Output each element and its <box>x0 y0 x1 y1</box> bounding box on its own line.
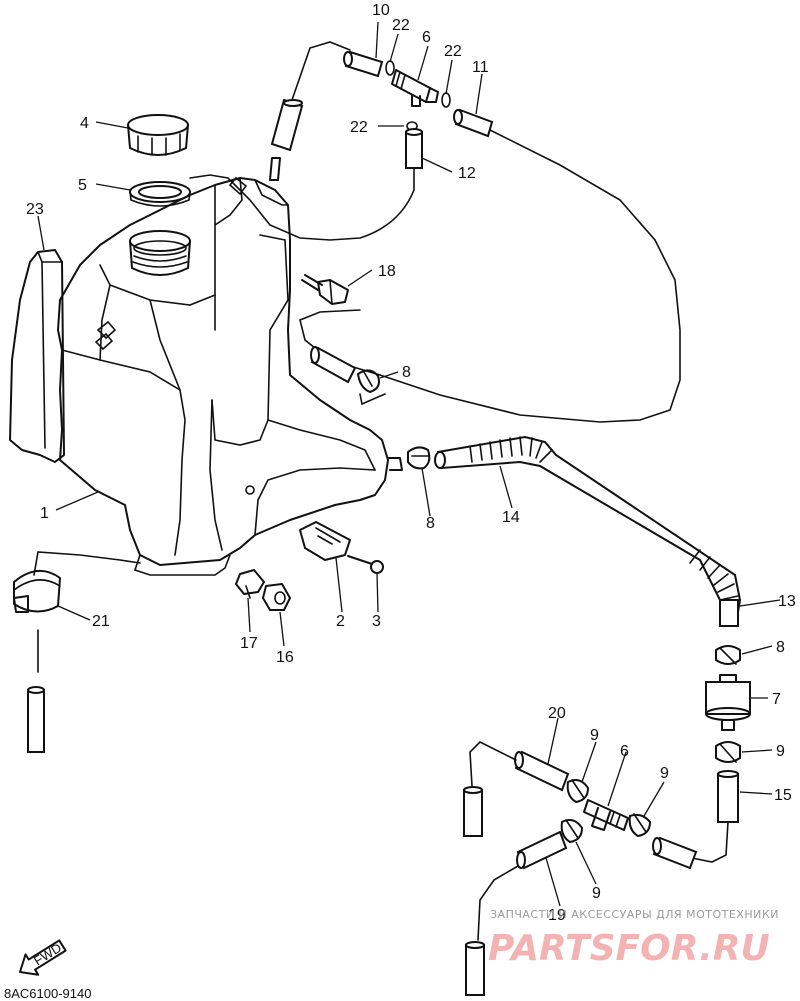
hose-clamp-8-tank <box>407 446 431 470</box>
fwd-arrow-icon: FWD <box>19 939 67 976</box>
band-routing-line <box>33 551 141 576</box>
hose-right-lower <box>652 836 698 870</box>
callout-20: 20 <box>548 705 566 722</box>
bolt-18 <box>301 274 349 305</box>
breather-joint-6-top <box>391 69 439 107</box>
callout-15: 15 <box>774 787 792 804</box>
filler-cap <box>127 114 189 156</box>
hose-19 <box>516 830 568 870</box>
screw-3 <box>347 555 384 574</box>
hose-bottom-vertical <box>465 941 485 996</box>
callout-10: 10 <box>372 2 390 19</box>
bracket-2 <box>299 521 351 561</box>
callout-22-top: 22 <box>392 17 410 34</box>
callout-4: 4 <box>80 115 89 132</box>
callout-9-left-lower: 9 <box>592 885 601 902</box>
breather-hose-10 <box>343 50 384 78</box>
fuel-hose-14 <box>434 435 742 613</box>
callout-12: 12 <box>458 165 476 182</box>
callout-13: 13 <box>778 593 796 610</box>
breather-hose-12 <box>405 128 423 169</box>
watermark-brand: PARTSFOR.RU <box>488 928 770 969</box>
callout-5: 5 <box>78 177 87 194</box>
callout-7: 7 <box>772 691 781 708</box>
hose-15 <box>717 770 739 823</box>
hose-13 <box>719 599 739 627</box>
callout-14: 14 <box>502 509 520 526</box>
callout-8-filter: 8 <box>776 639 785 656</box>
hose-20 <box>514 750 570 792</box>
hose-clamp-8-filter <box>715 645 741 665</box>
breather-clip-22-top <box>385 60 395 76</box>
callout-19: 19 <box>548 907 566 924</box>
breather-hose-lower-left <box>27 686 45 753</box>
callout-2: 2 <box>336 613 345 630</box>
hose-clamp-9-right <box>628 813 651 837</box>
lower-routing-line-a <box>469 741 517 787</box>
side-cover <box>9 249 65 463</box>
collar-16 <box>262 583 291 611</box>
callout-8-tank: 8 <box>426 515 435 532</box>
callout-labels: 10 22 6 22 11 22 12 4 5 23 18 8 1 8 14 2… <box>26 2 796 924</box>
hose-clamp-9-filter <box>715 741 741 763</box>
callout-22-lower: 22 <box>350 119 368 136</box>
callout-3: 3 <box>372 613 381 630</box>
hose-left-vertical <box>463 786 483 837</box>
callout-9-filter: 9 <box>776 743 785 760</box>
callout-21: 21 <box>92 613 110 630</box>
hose-with-clamp-8-upper <box>310 346 386 406</box>
diagram-code: 8AC6100-9140 <box>4 986 91 1001</box>
fwd-label: FWD <box>31 940 64 968</box>
callout-1: 1 <box>40 505 49 522</box>
watermark: ЗАПЧАСТИ И АКСЕССУАРЫ ДЛЯ МОТОТЕХНИКИ PA… <box>488 908 779 969</box>
callout-6-lower: 6 <box>620 743 629 760</box>
cap-gasket <box>129 181 191 207</box>
tank-band-21 <box>13 570 61 613</box>
callout-16: 16 <box>276 649 294 666</box>
breather-hose-left <box>269 98 304 181</box>
hose-clamp-9-left-upper <box>566 779 589 803</box>
callout-23: 23 <box>26 201 44 218</box>
callout-8-upper: 8 <box>402 364 411 381</box>
leader-lines <box>37 21 781 907</box>
damper-17 <box>235 569 265 599</box>
fuel-tank <box>57 176 403 576</box>
hose-clamp-9-left-lower <box>560 819 583 843</box>
breather-hose-11 <box>453 108 494 138</box>
watermark-tagline: ЗАПЧАСТИ И АКСЕССУАРЫ ДЛЯ МОТОТЕХНИКИ <box>490 908 779 921</box>
filter-routing-line <box>691 821 729 863</box>
callout-22-right: 22 <box>444 43 462 60</box>
callout-9-left-upper: 9 <box>590 727 599 744</box>
callout-9-right: 9 <box>660 765 669 782</box>
three-way-joint-6 <box>583 799 629 831</box>
breather-routing-lines <box>189 41 681 423</box>
callout-11: 11 <box>472 59 489 76</box>
fuel-filter-7 <box>705 674 751 731</box>
lower-routing-line-b <box>477 865 519 941</box>
callout-17: 17 <box>240 635 258 652</box>
callout-6-top: 6 <box>422 29 431 46</box>
breather-clip-22-right <box>441 92 451 108</box>
callout-18: 18 <box>378 263 396 280</box>
